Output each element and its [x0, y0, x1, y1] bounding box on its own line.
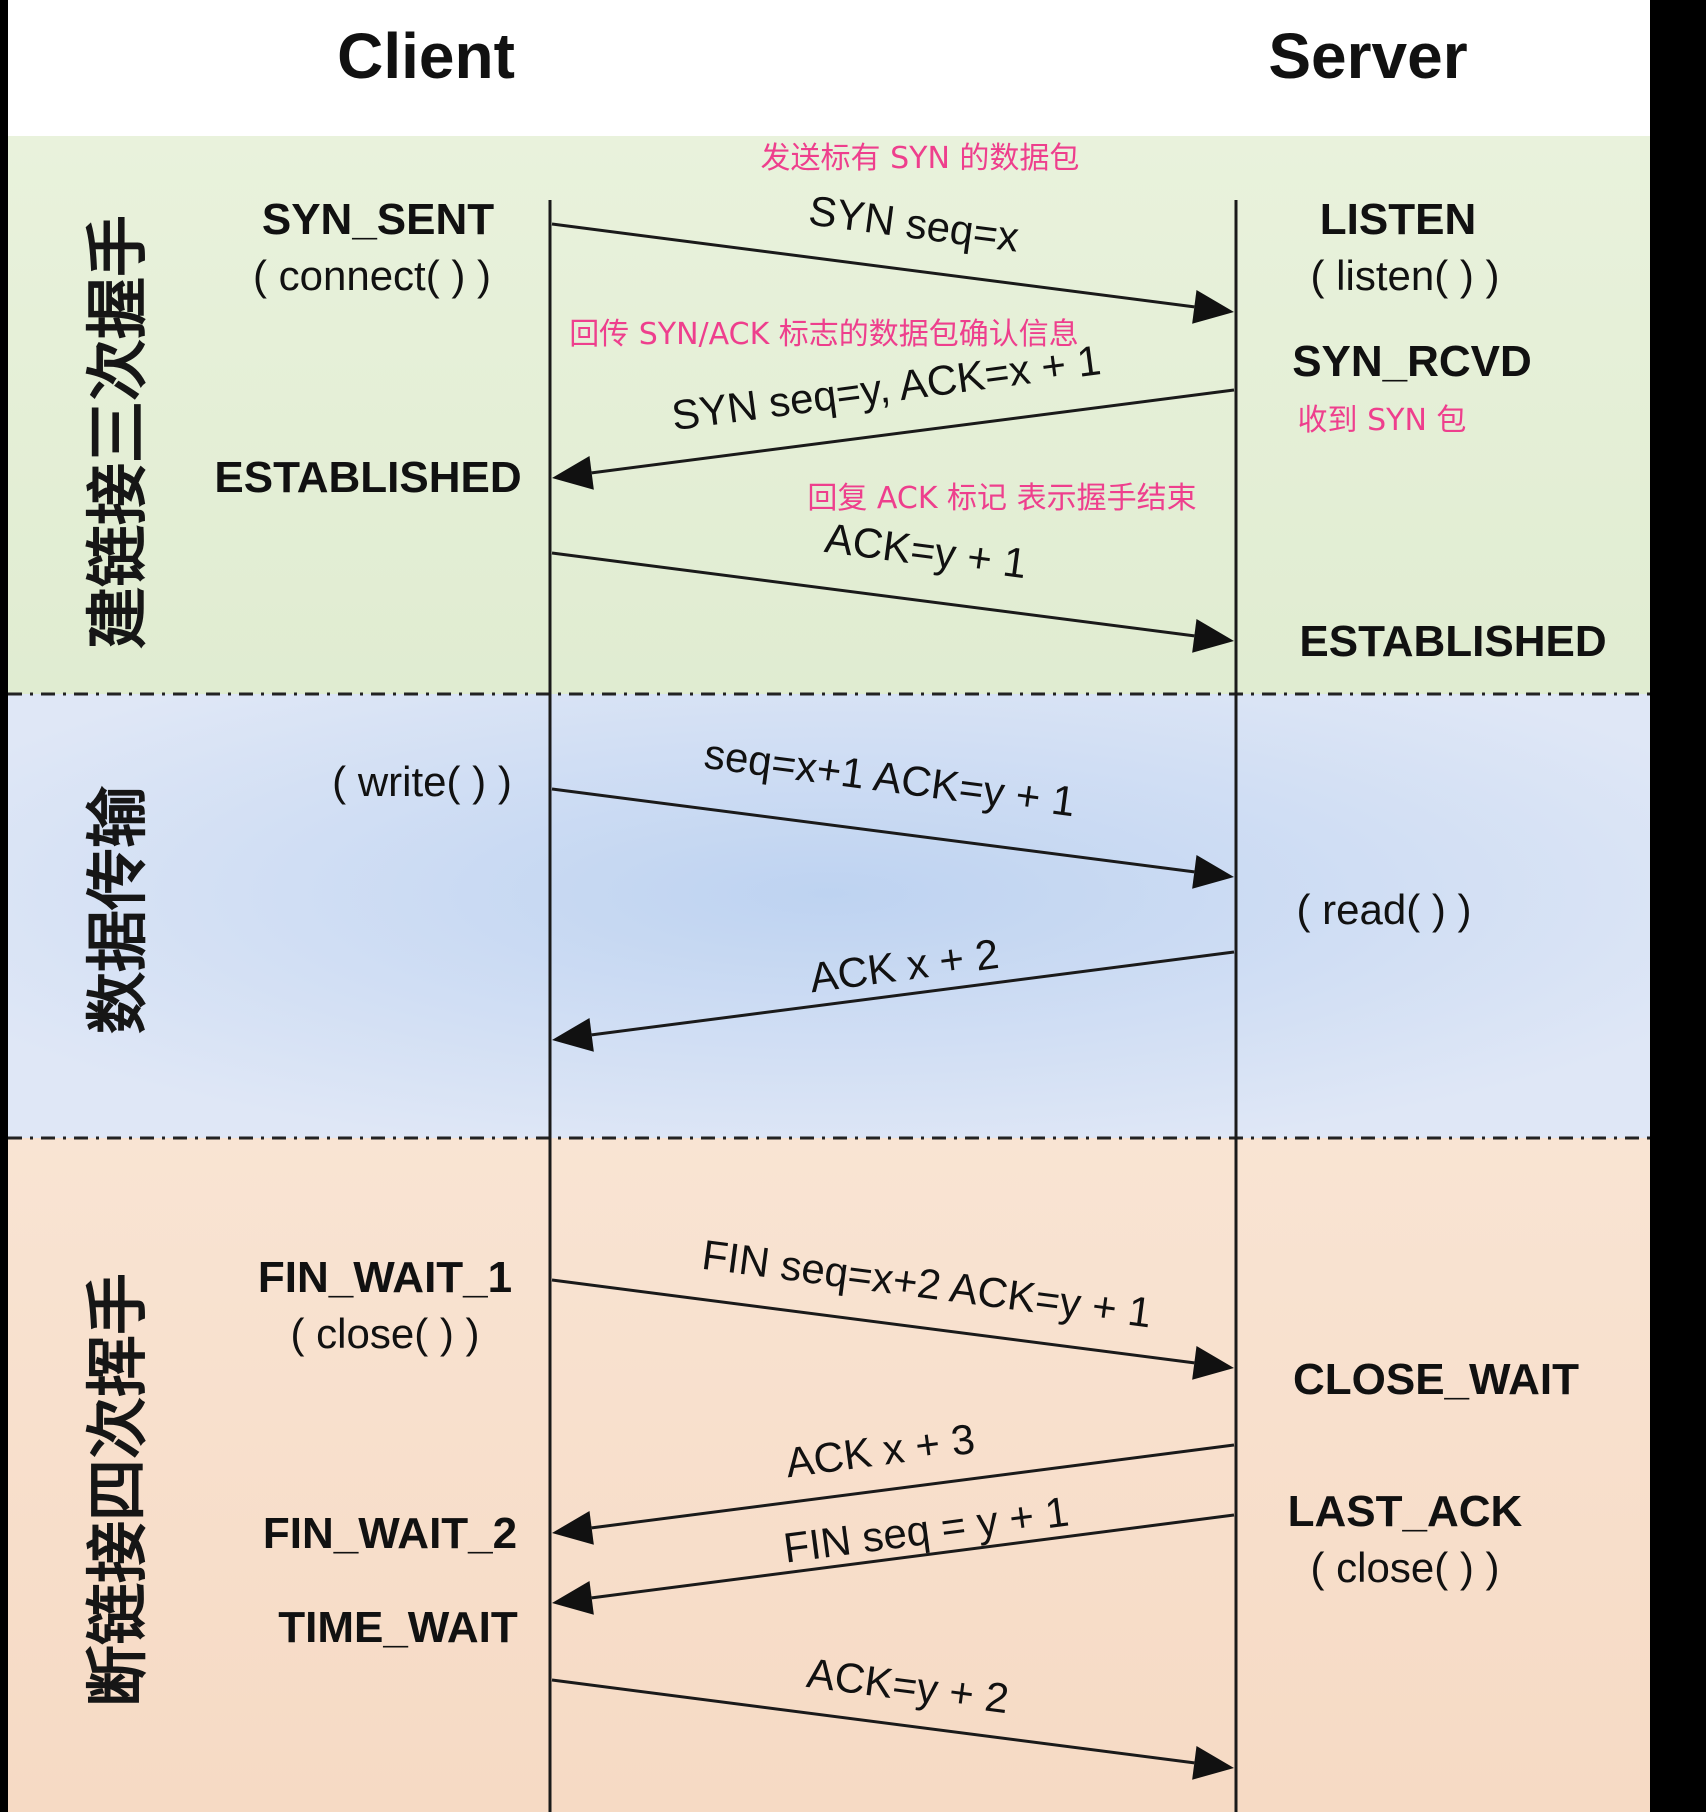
arrow-data-line	[551, 787, 1195, 874]
arrow-syn	[551, 222, 1234, 324]
server-header: Server	[1268, 20, 1467, 92]
server-state-last-ack: LAST_ACK	[1288, 1487, 1523, 1536]
client-state-syn-sent: SYN_SENT	[262, 195, 494, 244]
server-state-listen: LISTEN	[1320, 195, 1476, 244]
client-call-write: ( write( ) )	[332, 758, 512, 805]
arrow-server-fin-line	[591, 1513, 1235, 1600]
arrow-ack	[551, 551, 1234, 653]
arrow-data-ack-head	[552, 1018, 594, 1052]
arrow-fin	[551, 1278, 1234, 1380]
note-received-syn: 收到 SYN 包	[1298, 403, 1467, 438]
arrow-data-head	[1192, 855, 1234, 889]
client-state-fin-wait-1: FIN_WAIT_1	[258, 1253, 512, 1302]
transfer-band	[8, 694, 1650, 1138]
arrow-data-ack	[552, 950, 1235, 1052]
client-header: Client	[337, 20, 515, 92]
message-arrows	[551, 222, 1235, 1780]
arrow-syn-ack-line	[591, 388, 1235, 475]
note-send-syn: 发送标有 SYN 的数据包	[761, 141, 1080, 176]
arrow-fin-line	[551, 1278, 1195, 1365]
arrow-fin-ack-head	[552, 1511, 594, 1545]
server-call-listen: ( listen( ) )	[1311, 252, 1500, 299]
arrow-syn-line	[551, 222, 1195, 309]
phase-label-transfer: 数据传输	[81, 785, 154, 1034]
client-state-established: ESTABLISHED	[214, 453, 521, 502]
arrow-syn-ack-head	[552, 456, 594, 490]
arrow-fin-ack-line	[591, 1443, 1235, 1530]
arrow-last-ack	[551, 1678, 1234, 1780]
phase-label-handshake: 建链接三次握手	[81, 215, 154, 649]
arrow-ack-line	[551, 551, 1195, 638]
arrow-ack-head	[1192, 619, 1234, 653]
note-return-syn-ack: 回传 SYN/ACK 标志的数据包确认信息	[569, 317, 1079, 352]
arrow-last-ack-line	[551, 1678, 1195, 1765]
server-state-syn-rcvd: SYN_RCVD	[1292, 337, 1532, 386]
note-reply-ack: 回复 ACK 标记 表示握手结束	[807, 481, 1196, 516]
client-call-close: ( close( ) )	[291, 1310, 480, 1357]
phase-label-teardown: 断链接四次挥手	[81, 1273, 154, 1707]
arrow-syn-head	[1192, 290, 1234, 324]
server-state-established: ESTABLISHED	[1299, 617, 1606, 666]
arrow-syn-ack	[552, 388, 1235, 490]
client-state-time-wait: TIME_WAIT	[278, 1603, 518, 1652]
server-call-read: ( read( ) )	[1296, 886, 1471, 933]
handshake-band	[8, 136, 1650, 694]
arrow-last-ack-head	[1192, 1746, 1234, 1780]
arrow-server-fin-head	[552, 1581, 594, 1615]
arrow-server-fin	[552, 1513, 1235, 1615]
arrow-data	[551, 787, 1234, 889]
teardown-band	[8, 1138, 1650, 1812]
server-call-close: ( close( ) )	[1311, 1544, 1500, 1591]
server-state-close-wait: CLOSE_WAIT	[1293, 1355, 1579, 1404]
arrow-fin-ack	[552, 1443, 1235, 1545]
arrow-fin-head	[1192, 1346, 1234, 1380]
header-background	[8, 0, 1650, 136]
client-state-fin-wait-2: FIN_WAIT_2	[263, 1509, 517, 1558]
client-call-connect: ( connect( ) )	[253, 252, 491, 299]
arrow-data-ack-line	[591, 950, 1235, 1037]
